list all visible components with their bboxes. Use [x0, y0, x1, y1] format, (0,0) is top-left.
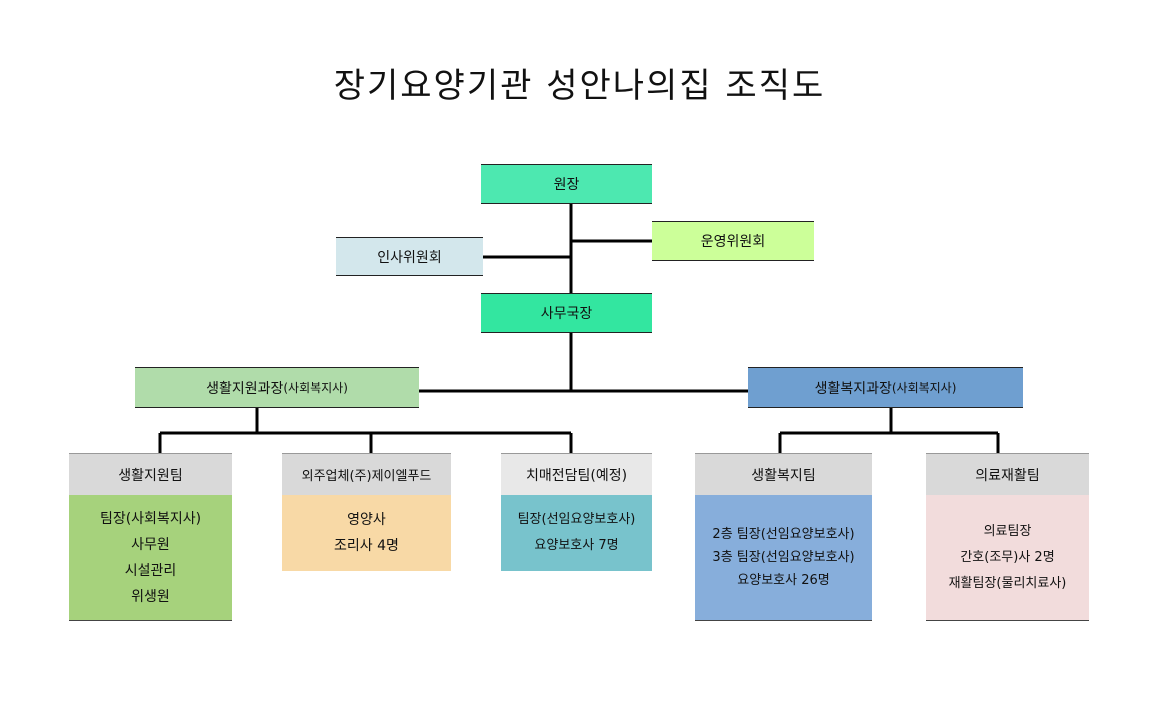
- team-member: 의료팀장: [983, 523, 1032, 539]
- team-name: 생활지원팀: [118, 467, 183, 484]
- team-member: 간호(조무)사 2명: [960, 549, 1055, 565]
- life-support-dept-box: 생활지원과장(사회복지사): [135, 367, 419, 408]
- team-member: 사무원: [131, 536, 170, 553]
- team-body-life-welfare: 2층 팀장(선임요양보호사) 3층 팀장(선임요양보호사) 요양보호사 26명: [695, 495, 872, 621]
- life-welfare-dept-label: 생활복지과장: [814, 380, 892, 397]
- team-member: 위생원: [131, 588, 170, 605]
- team-name: 생활복지팀: [751, 467, 816, 484]
- team-member: 요양보호사 26명: [737, 573, 830, 588]
- team-body-life-support: 팀장(사회복지사) 사무원 시설관리 위생원: [69, 495, 232, 621]
- secretary-general-box: 사무국장: [481, 293, 652, 333]
- team-member: 3층 팀장(선임요양보호사): [712, 550, 855, 565]
- life-welfare-dept-box: 생활복지과장(사회복지사): [748, 367, 1023, 408]
- team-member: 시설관리: [124, 562, 177, 579]
- director-box: 원장: [481, 164, 652, 204]
- team-header-life-support: 생활지원팀: [69, 453, 232, 495]
- life-welfare-dept-sub: (사회복지사): [891, 381, 957, 395]
- hr-committee-box: 인사위원회: [336, 237, 483, 276]
- team-header-outsourcing: 외주업체(주)제이엘푸드: [282, 453, 451, 495]
- team-member: 팀장(사회복지사): [99, 510, 202, 527]
- operations-committee-box: 운영위원회: [652, 221, 814, 261]
- team-member: 요양보호사 7명: [534, 538, 619, 553]
- team-body-outsourcing: 영양사 조리사 4명: [282, 495, 451, 571]
- chart-title: 장기요양기관 성안나의집 조직도: [333, 66, 826, 106]
- secretary-general-label: 사무국장: [540, 306, 593, 322]
- hr-committee-label: 인사위원회: [377, 249, 442, 266]
- team-name: 의료재활팀: [975, 467, 1040, 484]
- team-header-life-welfare: 생활복지팀: [695, 453, 872, 495]
- team-member: 조리사 4명: [334, 538, 399, 554]
- life-support-dept-label: 생활지원과장: [206, 380, 284, 397]
- team-header-medical-rehab: 의료재활팀: [926, 453, 1089, 495]
- team-body-dementia: 팀장(선임요양보호사) 요양보호사 7명: [501, 495, 652, 571]
- team-name: 외주업체(주)제이엘푸드: [301, 469, 432, 484]
- life-support-dept-sub: (사회복지사): [283, 381, 348, 395]
- operations-committee-label: 운영위원회: [700, 234, 766, 250]
- team-name: 치매전담팀(예정): [525, 467, 628, 484]
- team-member: 팀장(선임요양보호사): [517, 512, 636, 527]
- team-body-medical-rehab: 의료팀장 간호(조무)사 2명 재활팀장(물리치료사): [926, 495, 1089, 621]
- team-member: 영양사: [347, 512, 386, 528]
- director-label: 원장: [553, 177, 580, 193]
- team-header-dementia: 치매전담팀(예정): [501, 453, 652, 495]
- team-member: 2층 팀장(선임요양보호사): [712, 527, 855, 542]
- team-member: 재활팀장(물리치료사): [948, 575, 1067, 591]
